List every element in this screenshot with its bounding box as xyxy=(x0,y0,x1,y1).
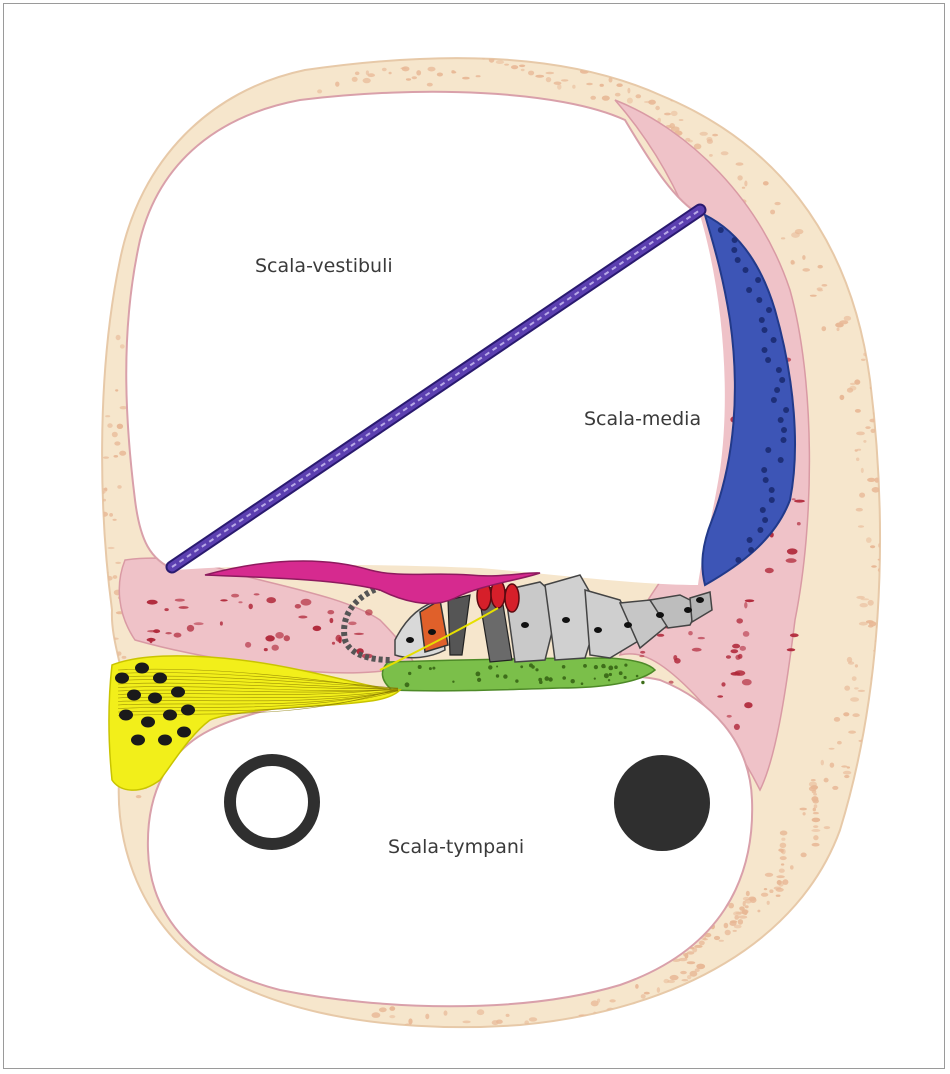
filled-vessel-disc xyxy=(614,755,710,851)
label-scala-vestibuli: Scala-vestibuli xyxy=(255,255,393,277)
label-scala-media: Scala-media xyxy=(584,408,701,430)
label-scala-tympani: Scala-tympani xyxy=(388,836,524,858)
